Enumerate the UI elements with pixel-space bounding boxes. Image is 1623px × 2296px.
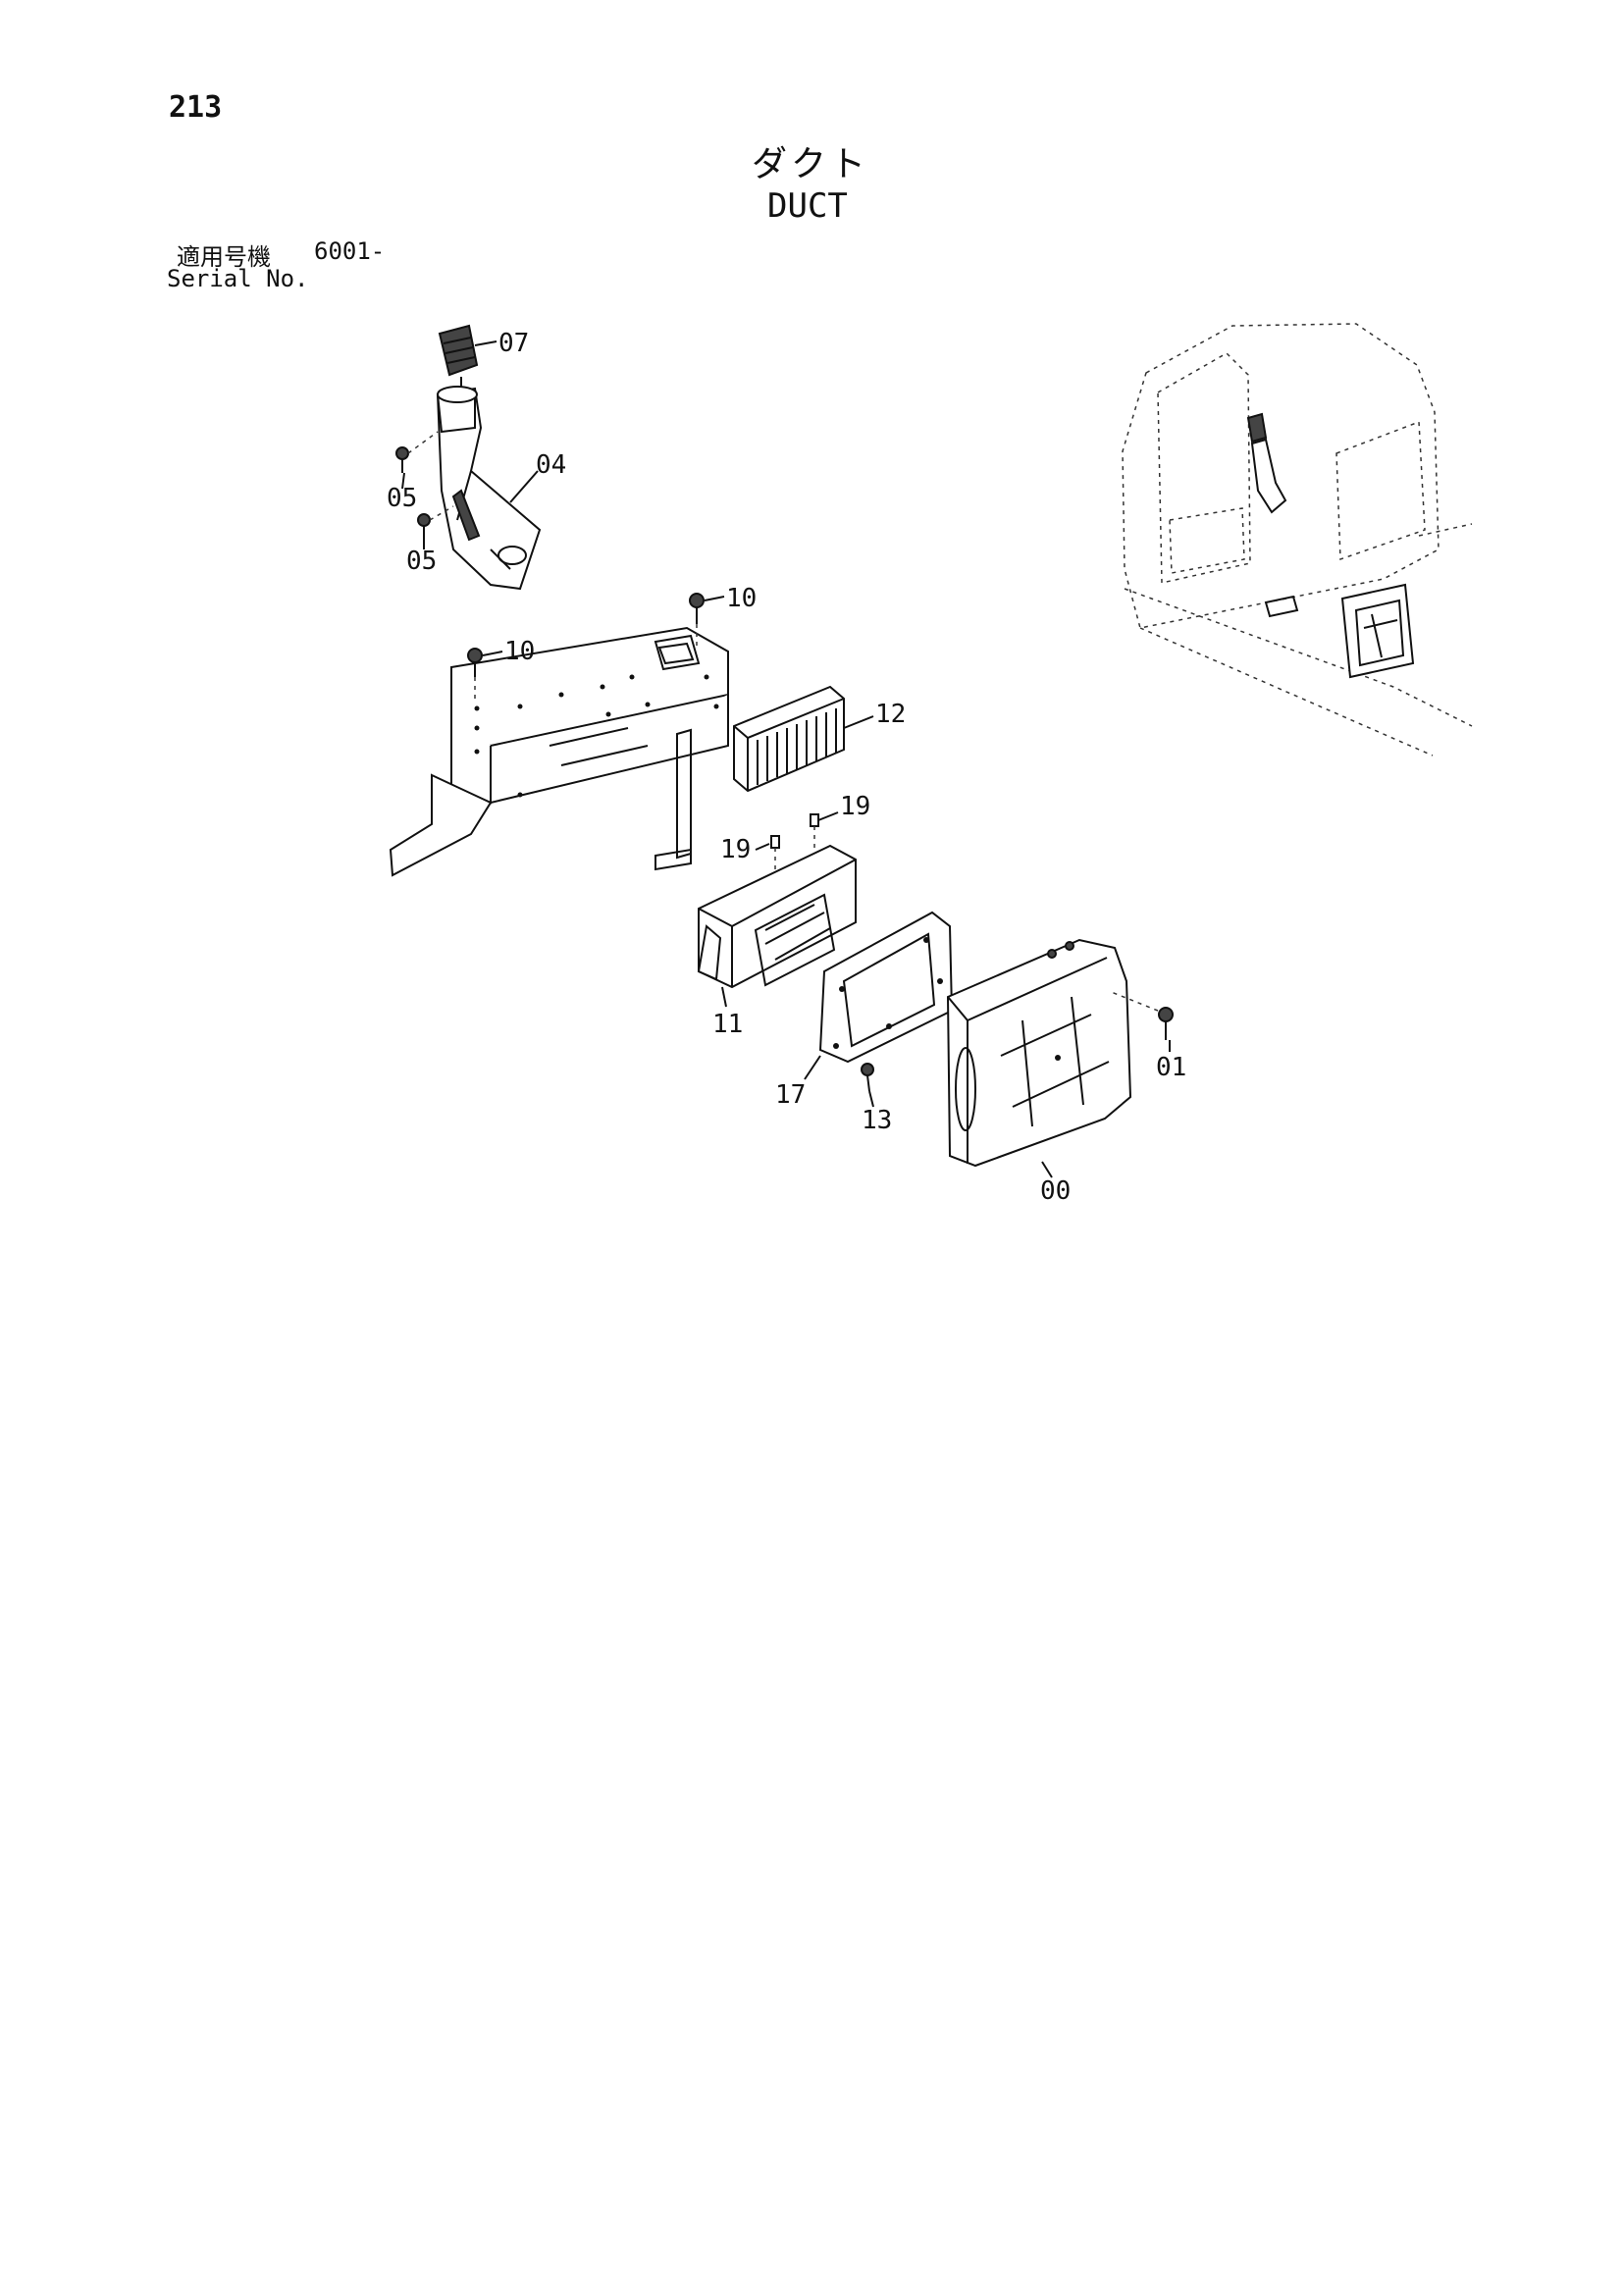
serial-label-english: Serial No. (167, 265, 309, 292)
part-07-nozzle-grille[interactable] (438, 324, 479, 392)
part-17-gasket-plate[interactable] (818, 911, 954, 1064)
part-label-19-left: 19 (720, 835, 751, 864)
part-13-screw[interactable] (861, 1063, 874, 1092)
title-japanese: ダクト (752, 144, 870, 184)
part-label-00: 00 (1040, 1176, 1071, 1206)
part-04-upper-duct[interactable] (436, 386, 542, 591)
part-label-10-right: 10 (726, 584, 757, 613)
part-label-05-lower: 05 (406, 547, 437, 576)
serial-label-japanese: 適用号機 (177, 243, 271, 271)
part-05-screw-upper[interactable] (395, 431, 439, 473)
cab-location-overview (1122, 323, 1473, 757)
part-label-12: 12 (875, 700, 906, 729)
part-00-cover[interactable] (946, 938, 1132, 1168)
part-10-bolt-right[interactable] (689, 593, 705, 648)
part-label-10-left: 10 (504, 637, 535, 666)
part-10-bolt-left[interactable] (467, 648, 483, 703)
part-label-07: 07 (498, 329, 529, 358)
duct-bracket-frame (389, 626, 729, 877)
part-label-05-upper: 05 (387, 484, 417, 513)
part-label-13: 13 (862, 1106, 892, 1135)
part-label-11: 11 (712, 1010, 743, 1039)
serial-number-range: 6001- (314, 237, 386, 265)
title-english: DUCT (767, 186, 848, 226)
part-11-duct-box[interactable] (697, 844, 857, 989)
part-label-04: 04 (536, 450, 566, 480)
part-12-filter[interactable] (733, 685, 845, 793)
leader-lines (401, 340, 1171, 1178)
part-label-01: 01 (1156, 1053, 1186, 1082)
part-label-17: 17 (775, 1080, 806, 1110)
part-label-19-right: 19 (840, 792, 870, 821)
page-number: 213 (169, 90, 223, 125)
part-01-screw[interactable] (1108, 990, 1174, 1040)
part-05-screw-lower[interactable] (417, 505, 454, 540)
